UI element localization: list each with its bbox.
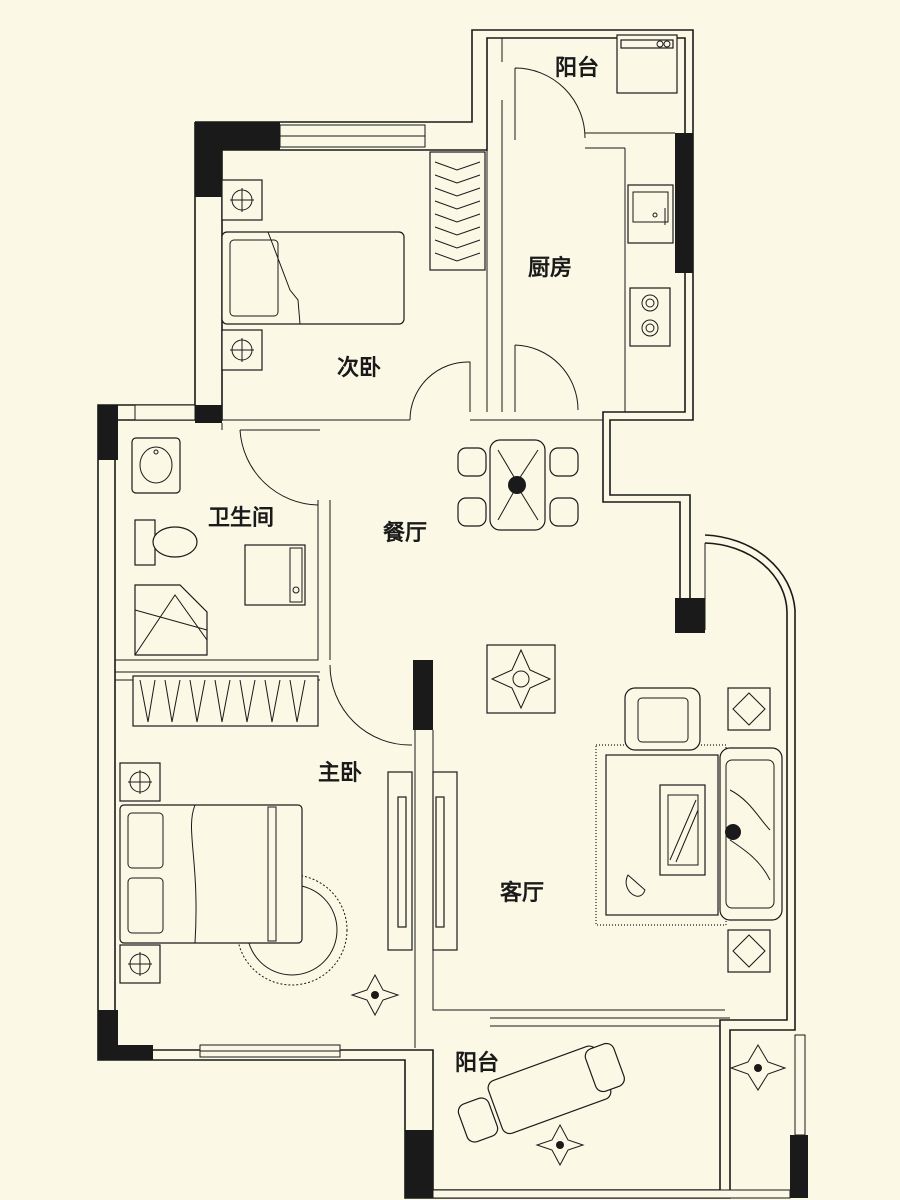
kitchen-sink-icon (627, 184, 674, 244)
tv-cabinet-icon (387, 771, 458, 951)
stove-icon (629, 287, 671, 347)
floor-medallion-icon (486, 644, 556, 714)
nightstand-icon (221, 179, 263, 221)
chair-icon (457, 447, 579, 527)
plant-icon (350, 973, 400, 1017)
toilet-icon (134, 519, 198, 566)
doors (239, 67, 706, 746)
interior-walls (115, 38, 730, 1048)
bathroom-sink-icon (131, 437, 181, 494)
room-label-living: 客厅 (500, 880, 544, 906)
room-label-master-bedroom: 主卧 (318, 760, 362, 786)
room-label-balcony-top: 阳台 (555, 55, 599, 81)
washing-machine-icon (616, 34, 678, 94)
coffee-table-icon (659, 784, 706, 876)
plant-icon (535, 1123, 585, 1167)
bed-icon (119, 804, 303, 944)
wardrobe-icon (132, 675, 319, 727)
wall-columns (98, 122, 808, 1198)
nightstand-icon (221, 329, 263, 371)
nightstand-icon (119, 944, 161, 984)
washer-icon (244, 544, 306, 606)
room-label-kitchen: 厨房 (528, 255, 572, 281)
wardrobe-icon (429, 151, 486, 271)
person-icon (625, 824, 741, 897)
bed-icon (221, 231, 405, 325)
lounge-chair-icon (457, 1042, 625, 1143)
room-label-dining: 餐厅 (383, 520, 427, 546)
plant-icon (729, 1044, 787, 1091)
room-label-balcony-bottom: 阳台 (455, 1050, 499, 1076)
side-table-icon (727, 687, 771, 973)
shower-icon (134, 584, 208, 656)
room-label-second-bedroom: 次卧 (337, 355, 381, 381)
nightstand-icon (119, 762, 161, 802)
armchair-icon (624, 687, 701, 751)
dining-table-icon (489, 439, 546, 531)
windows (134, 124, 806, 1199)
room-label-bathroom: 卫生间 (208, 505, 274, 531)
sofa-icon (719, 747, 783, 921)
